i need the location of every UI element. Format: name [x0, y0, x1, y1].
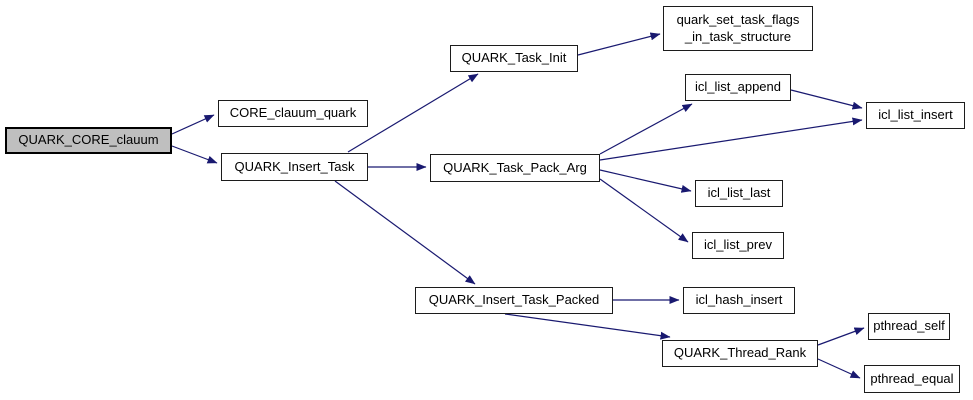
node-quark-thread-rank[interactable]: QUARK_Thread_Rank — [662, 340, 818, 367]
edge-quark-insert-task-to-quark-task-init — [347, 73, 479, 153]
node-quark-insert-task-packed[interactable]: QUARK_Insert_Task_Packed — [415, 287, 613, 314]
edge-quark-task-pack-arg-to-icl-list-insert — [599, 117, 863, 161]
node-icl-list-append[interactable]: icl_list_append — [685, 74, 791, 101]
node-quark-task-init[interactable]: QUARK_Task_Init — [450, 45, 578, 72]
edge-quark-task-init-to-quark-set-task-flags — [577, 32, 661, 56]
node-pthread-self[interactable]: pthread_self — [868, 313, 950, 340]
node-icl-list-prev[interactable]: icl_list_prev — [692, 232, 784, 259]
node-quark-task-pack-arg[interactable]: QUARK_Task_Pack_Arg — [430, 154, 600, 182]
node-icl-list-last[interactable]: icl_list_last — [695, 180, 783, 207]
edge-quark-task-pack-arg-to-icl-list-append — [599, 103, 693, 155]
node-icl-hash-insert[interactable]: icl_hash_insert — [683, 287, 795, 314]
node-quark-set-task-flags[interactable]: quark_set_task_flags _in_task_structure — [663, 6, 813, 51]
node-icl-list-insert[interactable]: icl_list_insert — [866, 102, 965, 129]
edge-quark-thread-rank-to-pthread-self — [817, 327, 865, 346]
edge-quark-thread-rank-to-pthread-equal — [817, 358, 861, 379]
edge-quark-task-pack-arg-to-icl-list-prev — [599, 178, 689, 243]
edge-group — [171, 32, 865, 379]
node-quark-insert-task[interactable]: QUARK_Insert_Task — [221, 153, 368, 181]
edge-quark-task-pack-arg-to-icl-list-last — [599, 169, 692, 193]
node-quark-core-clauum[interactable]: QUARK_CORE_clauum — [5, 127, 172, 154]
edge-icl-list-append-to-icl-list-insert — [790, 89, 863, 110]
edge-quark-insert-task-packed-to-quark-thread-rank — [504, 313, 671, 340]
edge-quark-core-clauum-to-core-clauum-quark — [171, 114, 215, 135]
edge-quark-core-clauum-to-quark-insert-task — [171, 145, 218, 164]
edge-quark-insert-task-to-quark-insert-task-packed — [334, 180, 476, 285]
node-pthread-equal[interactable]: pthread_equal — [864, 365, 960, 393]
node-core-clauum-quark[interactable]: CORE_clauum_quark — [218, 100, 368, 127]
